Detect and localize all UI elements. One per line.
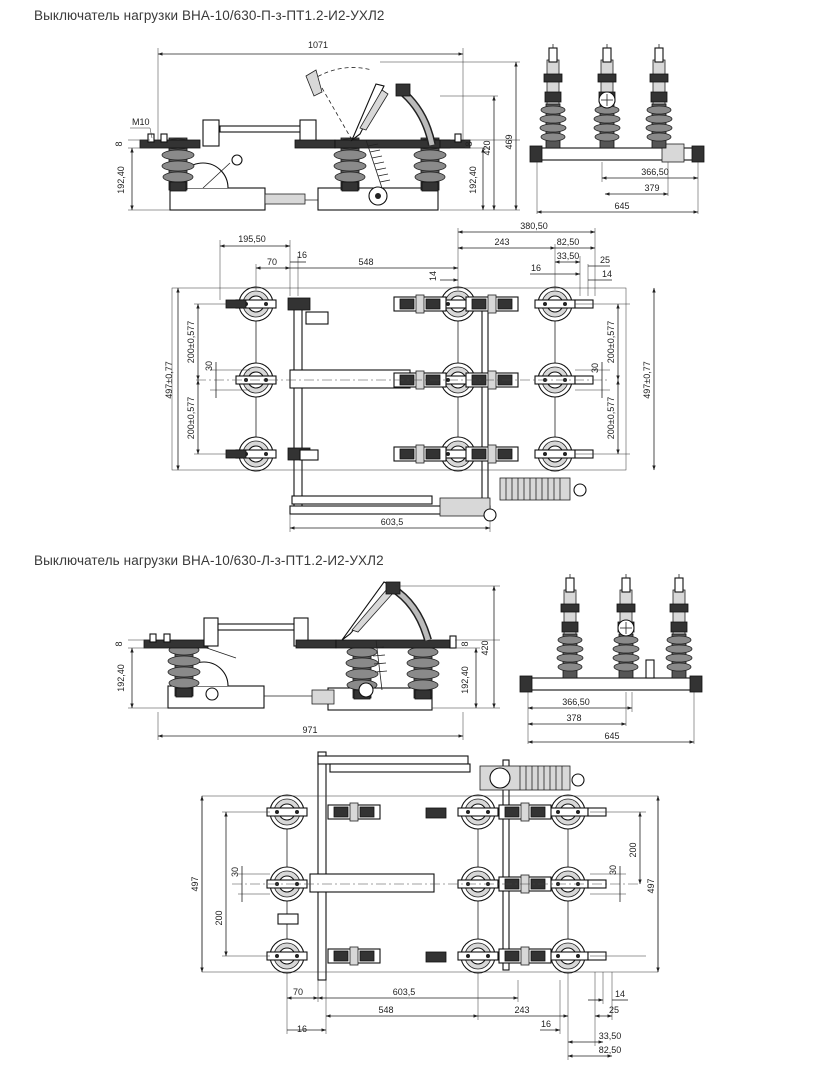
- dim-8-right-b: 8: [460, 641, 470, 646]
- top-plan-view: 200±0,577 30 497±0,77 200±0,577 200±0,57…: [164, 221, 656, 532]
- dim-971: 971: [302, 725, 317, 735]
- dim-603-5: 603,5: [381, 517, 404, 527]
- top-front-view: 366,50 379 645: [529, 43, 705, 214]
- dim-380-50: 380,50: [520, 221, 548, 231]
- dim-243: 243: [494, 237, 509, 247]
- dim-14-b: 14: [602, 269, 612, 279]
- dim-378: 378: [566, 713, 581, 723]
- dim-30-right: 30: [590, 363, 600, 373]
- dim-8-left: 8: [114, 141, 124, 146]
- dim-548: 548: [358, 257, 373, 267]
- dim-497-left: 497±0,77: [164, 361, 174, 398]
- bottom-front-view: 366,50 378 645: [519, 573, 703, 744]
- dim-192-40-left: 192,40: [116, 166, 126, 194]
- dim-243-b: 243: [514, 1005, 529, 1015]
- dim-16-b-b: 16: [541, 1019, 551, 1029]
- dim-645-b: 645: [604, 731, 619, 741]
- dim-200-right-b: 200: [628, 842, 638, 857]
- dim-420-b: 420: [480, 640, 490, 655]
- title-top: Выключатель нагрузки ВНА-10/630-П-з-ПТ1.…: [34, 8, 385, 23]
- dim-497-right-b: 497: [646, 878, 656, 893]
- dim-8-right: 8: [464, 141, 474, 146]
- dim-30-left: 30: [204, 361, 214, 371]
- dim-603-5-b: 603,5: [393, 987, 416, 997]
- dim-1071: 1071: [308, 40, 328, 50]
- dim-200-a: 200±0,577: [186, 321, 196, 363]
- bottom-side-view: 8 192,40 8 420 192,40 971: [114, 581, 500, 740]
- dim-469: 469: [504, 134, 514, 149]
- dim-8-left-b: 8: [114, 641, 124, 646]
- dim-366-50: 366,50: [641, 167, 669, 177]
- dim-70-b: 70: [293, 987, 303, 997]
- bottom-plan-view: 497 30 200 200 30 497 70: [190, 751, 660, 1060]
- dim-82-50: 82,50: [557, 237, 580, 247]
- dim-14-bb: 14: [615, 989, 625, 999]
- dim-645: 645: [614, 201, 629, 211]
- dim-25: 25: [600, 255, 610, 265]
- dim-192-40-right: 192,40: [468, 166, 478, 194]
- dim-200-left-b: 200: [214, 910, 224, 925]
- dim-33-50: 33,50: [557, 251, 580, 261]
- dim-25-bb: 25: [609, 1005, 619, 1015]
- dim-548-b: 548: [378, 1005, 393, 1015]
- dim-497-right: 497±0,77: [642, 361, 652, 398]
- dim-70: 70: [267, 257, 277, 267]
- dim-m10: M10: [132, 117, 150, 127]
- dim-420: 420: [482, 140, 492, 155]
- dim-200-d: 200±0,577: [606, 397, 616, 439]
- dim-14-a: 14: [428, 271, 438, 281]
- dim-379: 379: [644, 183, 659, 193]
- dim-192-40-right-b: 192,40: [460, 666, 470, 694]
- dim-16-b: 16: [531, 263, 541, 273]
- dim-30-left-b: 30: [230, 867, 240, 877]
- dim-82-50-bb: 82,50: [599, 1045, 622, 1055]
- dim-192-40-left-b: 192,40: [116, 664, 126, 692]
- dim-30-right-b: 30: [608, 865, 618, 875]
- dim-16-a-b: 16: [297, 1024, 307, 1034]
- dim-200-b: 200±0,577: [186, 397, 196, 439]
- top-side-view: 1071 M10 8 192,40 8 192,40 420 469: [114, 40, 520, 211]
- dim-195-50: 195,50: [238, 234, 266, 244]
- dim-366-50-b: 366,50: [562, 697, 590, 707]
- dim-33-50-bb: 33,50: [599, 1031, 622, 1041]
- dim-200-c: 200±0,577: [606, 321, 616, 363]
- dim-497-left-b: 497: [190, 876, 200, 891]
- dim-16-a: 16: [297, 250, 307, 260]
- title-bottom: Выключатель нагрузки ВНА-10/630-Л-з-ПТ1.…: [34, 553, 384, 568]
